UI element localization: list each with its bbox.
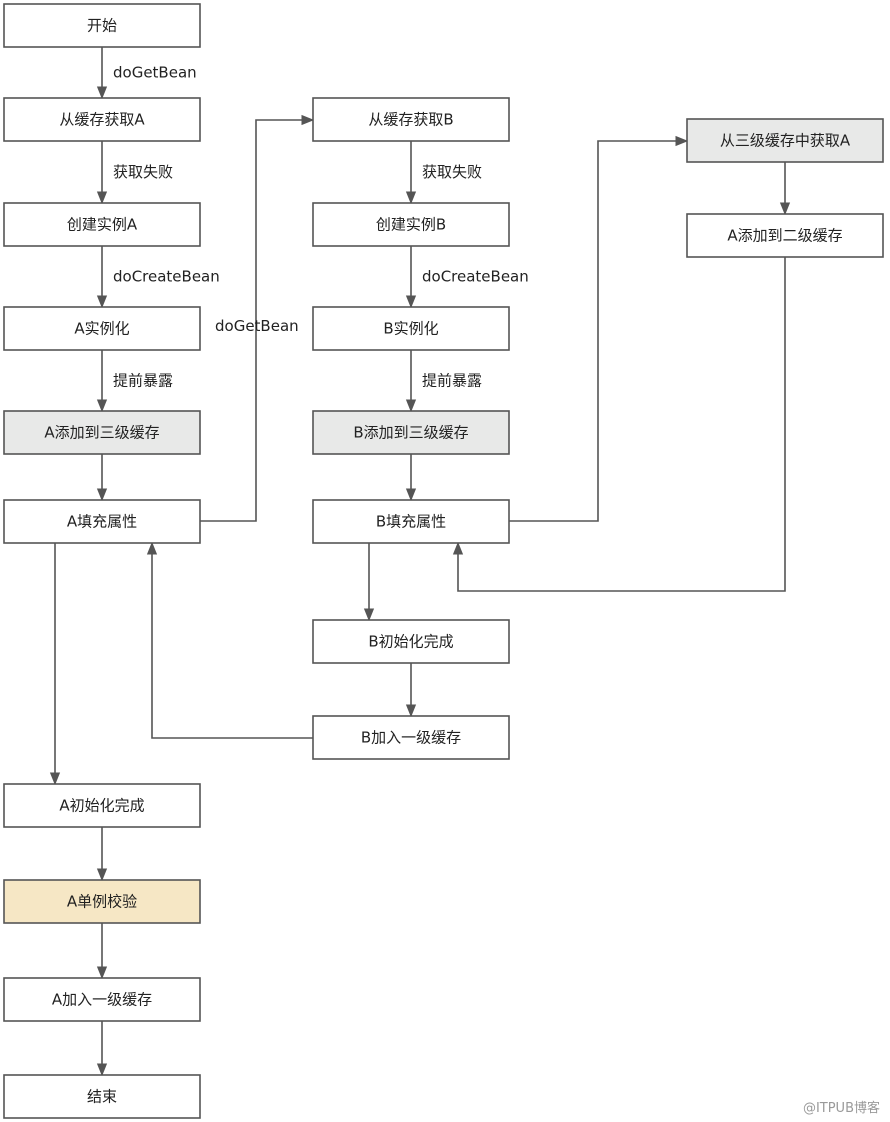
node-addA2: A添加到二级缓存 [686, 213, 884, 258]
node-getA: 从缓存获取A [3, 97, 201, 142]
node-label: A单例校验 [67, 893, 137, 911]
node-label: A添加到三级缓存 [44, 424, 159, 442]
node-fillB: B填充属性 [312, 499, 510, 544]
edge-label: 获取失败 [113, 163, 173, 181]
node-createB: 创建实例B [312, 202, 510, 247]
node-initA: A初始化完成 [3, 783, 201, 828]
node-box [3, 410, 201, 455]
node-fillA: A填充属性 [3, 499, 201, 544]
edge-label: 提前暴露 [422, 372, 482, 390]
edge-fillA-to-getB [200, 114, 315, 522]
node-label: 结束 [87, 1088, 117, 1106]
node-label: B初始化完成 [368, 633, 453, 651]
node-addB1: B加入一级缓存 [312, 715, 510, 760]
edge-addA2-to-fillB [452, 257, 786, 592]
node-box [3, 1074, 201, 1119]
node-addA3: A添加到三级缓存 [3, 410, 201, 455]
node-label: B加入一级缓存 [361, 729, 461, 747]
watermark: @ITPUB博客 [802, 1101, 880, 1116]
node-label: A实例化 [74, 320, 129, 338]
node-box [312, 499, 510, 544]
edge-label: doGetBean [113, 64, 197, 82]
edge-label: 提前暴露 [113, 372, 173, 390]
node-box [686, 213, 884, 258]
node-label: 从三级缓存中获取A [720, 132, 851, 150]
edge-label: doCreateBean [113, 268, 220, 286]
node-box [312, 97, 510, 142]
node-box [312, 619, 510, 664]
node-addA1: A加入一级缓存 [3, 977, 201, 1022]
node-instA: A实例化 [3, 306, 201, 351]
node-initB: B初始化完成 [312, 619, 510, 664]
node-box [3, 977, 201, 1022]
node-label: A初始化完成 [59, 797, 144, 815]
node-addB3: B添加到三级缓存 [312, 410, 510, 455]
edge-label: doCreateBean [422, 268, 529, 286]
node-label: B添加到三级缓存 [353, 424, 468, 442]
edge-label: doGetBean [215, 317, 299, 335]
node-label: 从缓存获取A [59, 111, 145, 129]
edge-label: 获取失败 [422, 163, 482, 181]
node-box [3, 3, 201, 48]
node-box [3, 783, 201, 828]
node-box [312, 715, 510, 760]
node-label: 从缓存获取B [368, 111, 453, 129]
node-checkA: A单例校验 [3, 879, 201, 924]
node-label: 创建实例A [67, 216, 138, 234]
node-label: B实例化 [383, 320, 438, 338]
edge-fillB-to-get3A [509, 135, 689, 522]
node-get3A: 从三级缓存中获取A [686, 118, 884, 163]
node-label: A加入一级缓存 [52, 991, 152, 1009]
node-label: B填充属性 [376, 513, 446, 531]
node-box [312, 306, 510, 351]
node-label: A添加到二级缓存 [727, 227, 842, 245]
node-box [3, 202, 201, 247]
node-label: 开始 [87, 17, 117, 35]
node-start: 开始 [3, 3, 201, 48]
node-box [3, 306, 201, 351]
node-label: 创建实例B [376, 216, 446, 234]
node-instB: B实例化 [312, 306, 510, 351]
node-box [3, 879, 201, 924]
node-getB: 从缓存获取B [312, 97, 510, 142]
node-end: 结束 [3, 1074, 201, 1119]
node-box [312, 202, 510, 247]
node-box [686, 118, 884, 163]
node-createA: 创建实例A [3, 202, 201, 247]
node-box [312, 410, 510, 455]
node-box [3, 97, 201, 142]
edge-addB1-to-fillA [146, 541, 313, 739]
node-label: A填充属性 [67, 513, 137, 531]
node-box [3, 499, 201, 544]
